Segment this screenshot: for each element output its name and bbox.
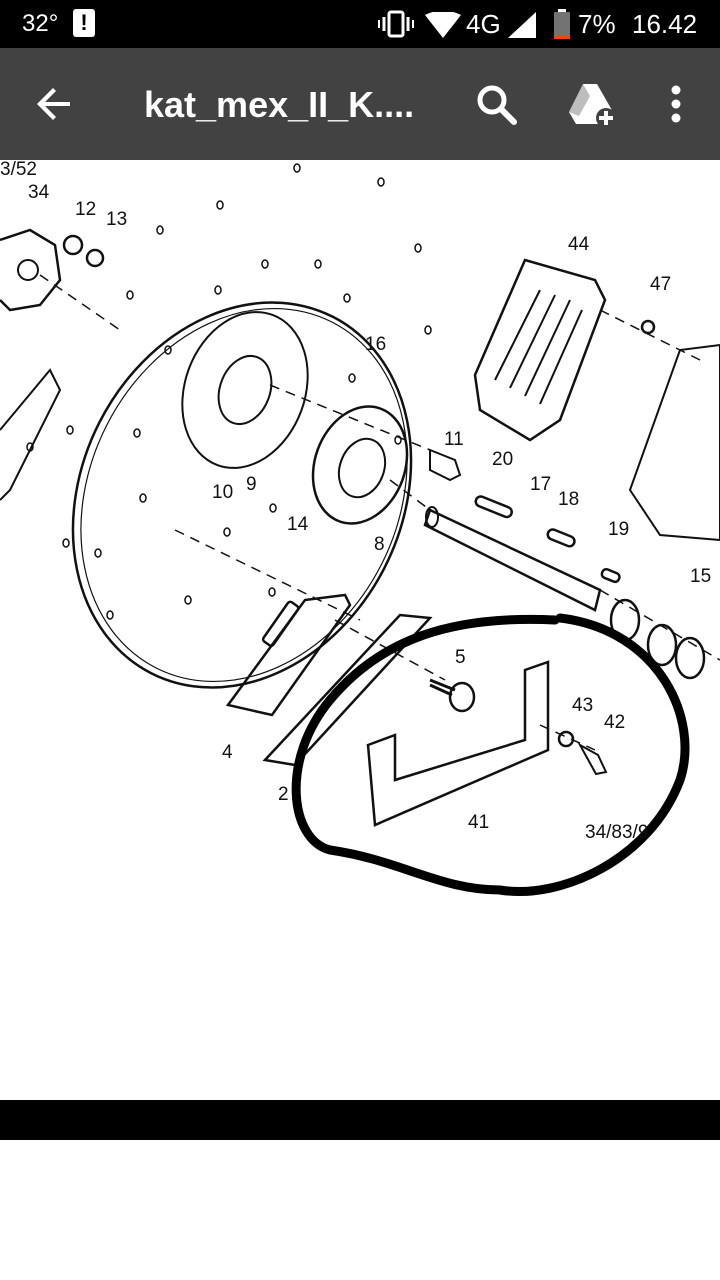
network-type-label: 4G bbox=[466, 9, 501, 39]
corner-label: 3/52 bbox=[0, 160, 37, 180]
callout-47: 47 bbox=[650, 274, 671, 295]
parts-diagram: 3/52 34 12 13 44 47 16 11 20 17 18 19 15… bbox=[0, 160, 720, 896]
callout-14: 14 bbox=[287, 514, 309, 535]
callout-9: 9 bbox=[246, 474, 257, 495]
battery-percentage: 7% bbox=[578, 9, 616, 39]
callout-17: 17 bbox=[530, 474, 551, 495]
drive-add-icon[interactable] bbox=[566, 80, 618, 128]
callout-12: 12 bbox=[75, 199, 96, 220]
callout-19: 19 bbox=[608, 519, 629, 540]
temperature-indicator: 32° bbox=[22, 10, 59, 37]
document-title: kat_mex_II_K.... bbox=[144, 84, 415, 125]
callout-2: 2 bbox=[278, 784, 289, 805]
signal-icon bbox=[508, 12, 536, 38]
bottom-bar bbox=[0, 1100, 720, 1140]
app-toolbar: kat_mex_II_K.... bbox=[0, 48, 720, 160]
callout-44: 44 bbox=[568, 234, 590, 255]
more-vert-icon[interactable] bbox=[656, 80, 696, 128]
callout-16: 16 bbox=[365, 334, 386, 355]
figure-code: 34/83/9 bbox=[585, 822, 648, 843]
callout-20: 20 bbox=[492, 449, 513, 470]
search-icon[interactable] bbox=[472, 80, 520, 128]
callout-42: 42 bbox=[604, 712, 625, 733]
highlight-circle bbox=[291, 613, 690, 896]
arrow-back-icon[interactable] bbox=[30, 80, 78, 128]
callout-43: 43 bbox=[572, 695, 593, 716]
callout-5: 5 bbox=[455, 647, 466, 668]
callout-13: 13 bbox=[106, 209, 127, 230]
callout-4: 4 bbox=[222, 742, 233, 763]
blank-area bbox=[0, 1140, 720, 1280]
bracket-41 bbox=[366, 660, 550, 827]
disc-plate bbox=[71, 301, 413, 689]
callout-10: 10 bbox=[212, 482, 233, 503]
vibrate-icon bbox=[378, 10, 414, 38]
wifi-icon bbox=[425, 12, 461, 38]
callout-11: 11 bbox=[444, 429, 464, 450]
battery-icon bbox=[554, 9, 570, 39]
status-bar: 32° ! 4G 7% 16.42 bbox=[0, 0, 720, 48]
clock: 16.42 bbox=[632, 9, 698, 39]
callout-34: 34 bbox=[28, 182, 50, 203]
callout-18: 18 bbox=[558, 489, 579, 510]
callout-8: 8 bbox=[374, 534, 385, 555]
callout-41: 41 bbox=[468, 812, 489, 833]
callout-15: 15 bbox=[690, 566, 711, 587]
alert-icon: ! bbox=[73, 9, 95, 37]
document-viewer[interactable]: 3/52 34 12 13 44 47 16 11 20 17 18 19 15… bbox=[0, 160, 720, 1100]
